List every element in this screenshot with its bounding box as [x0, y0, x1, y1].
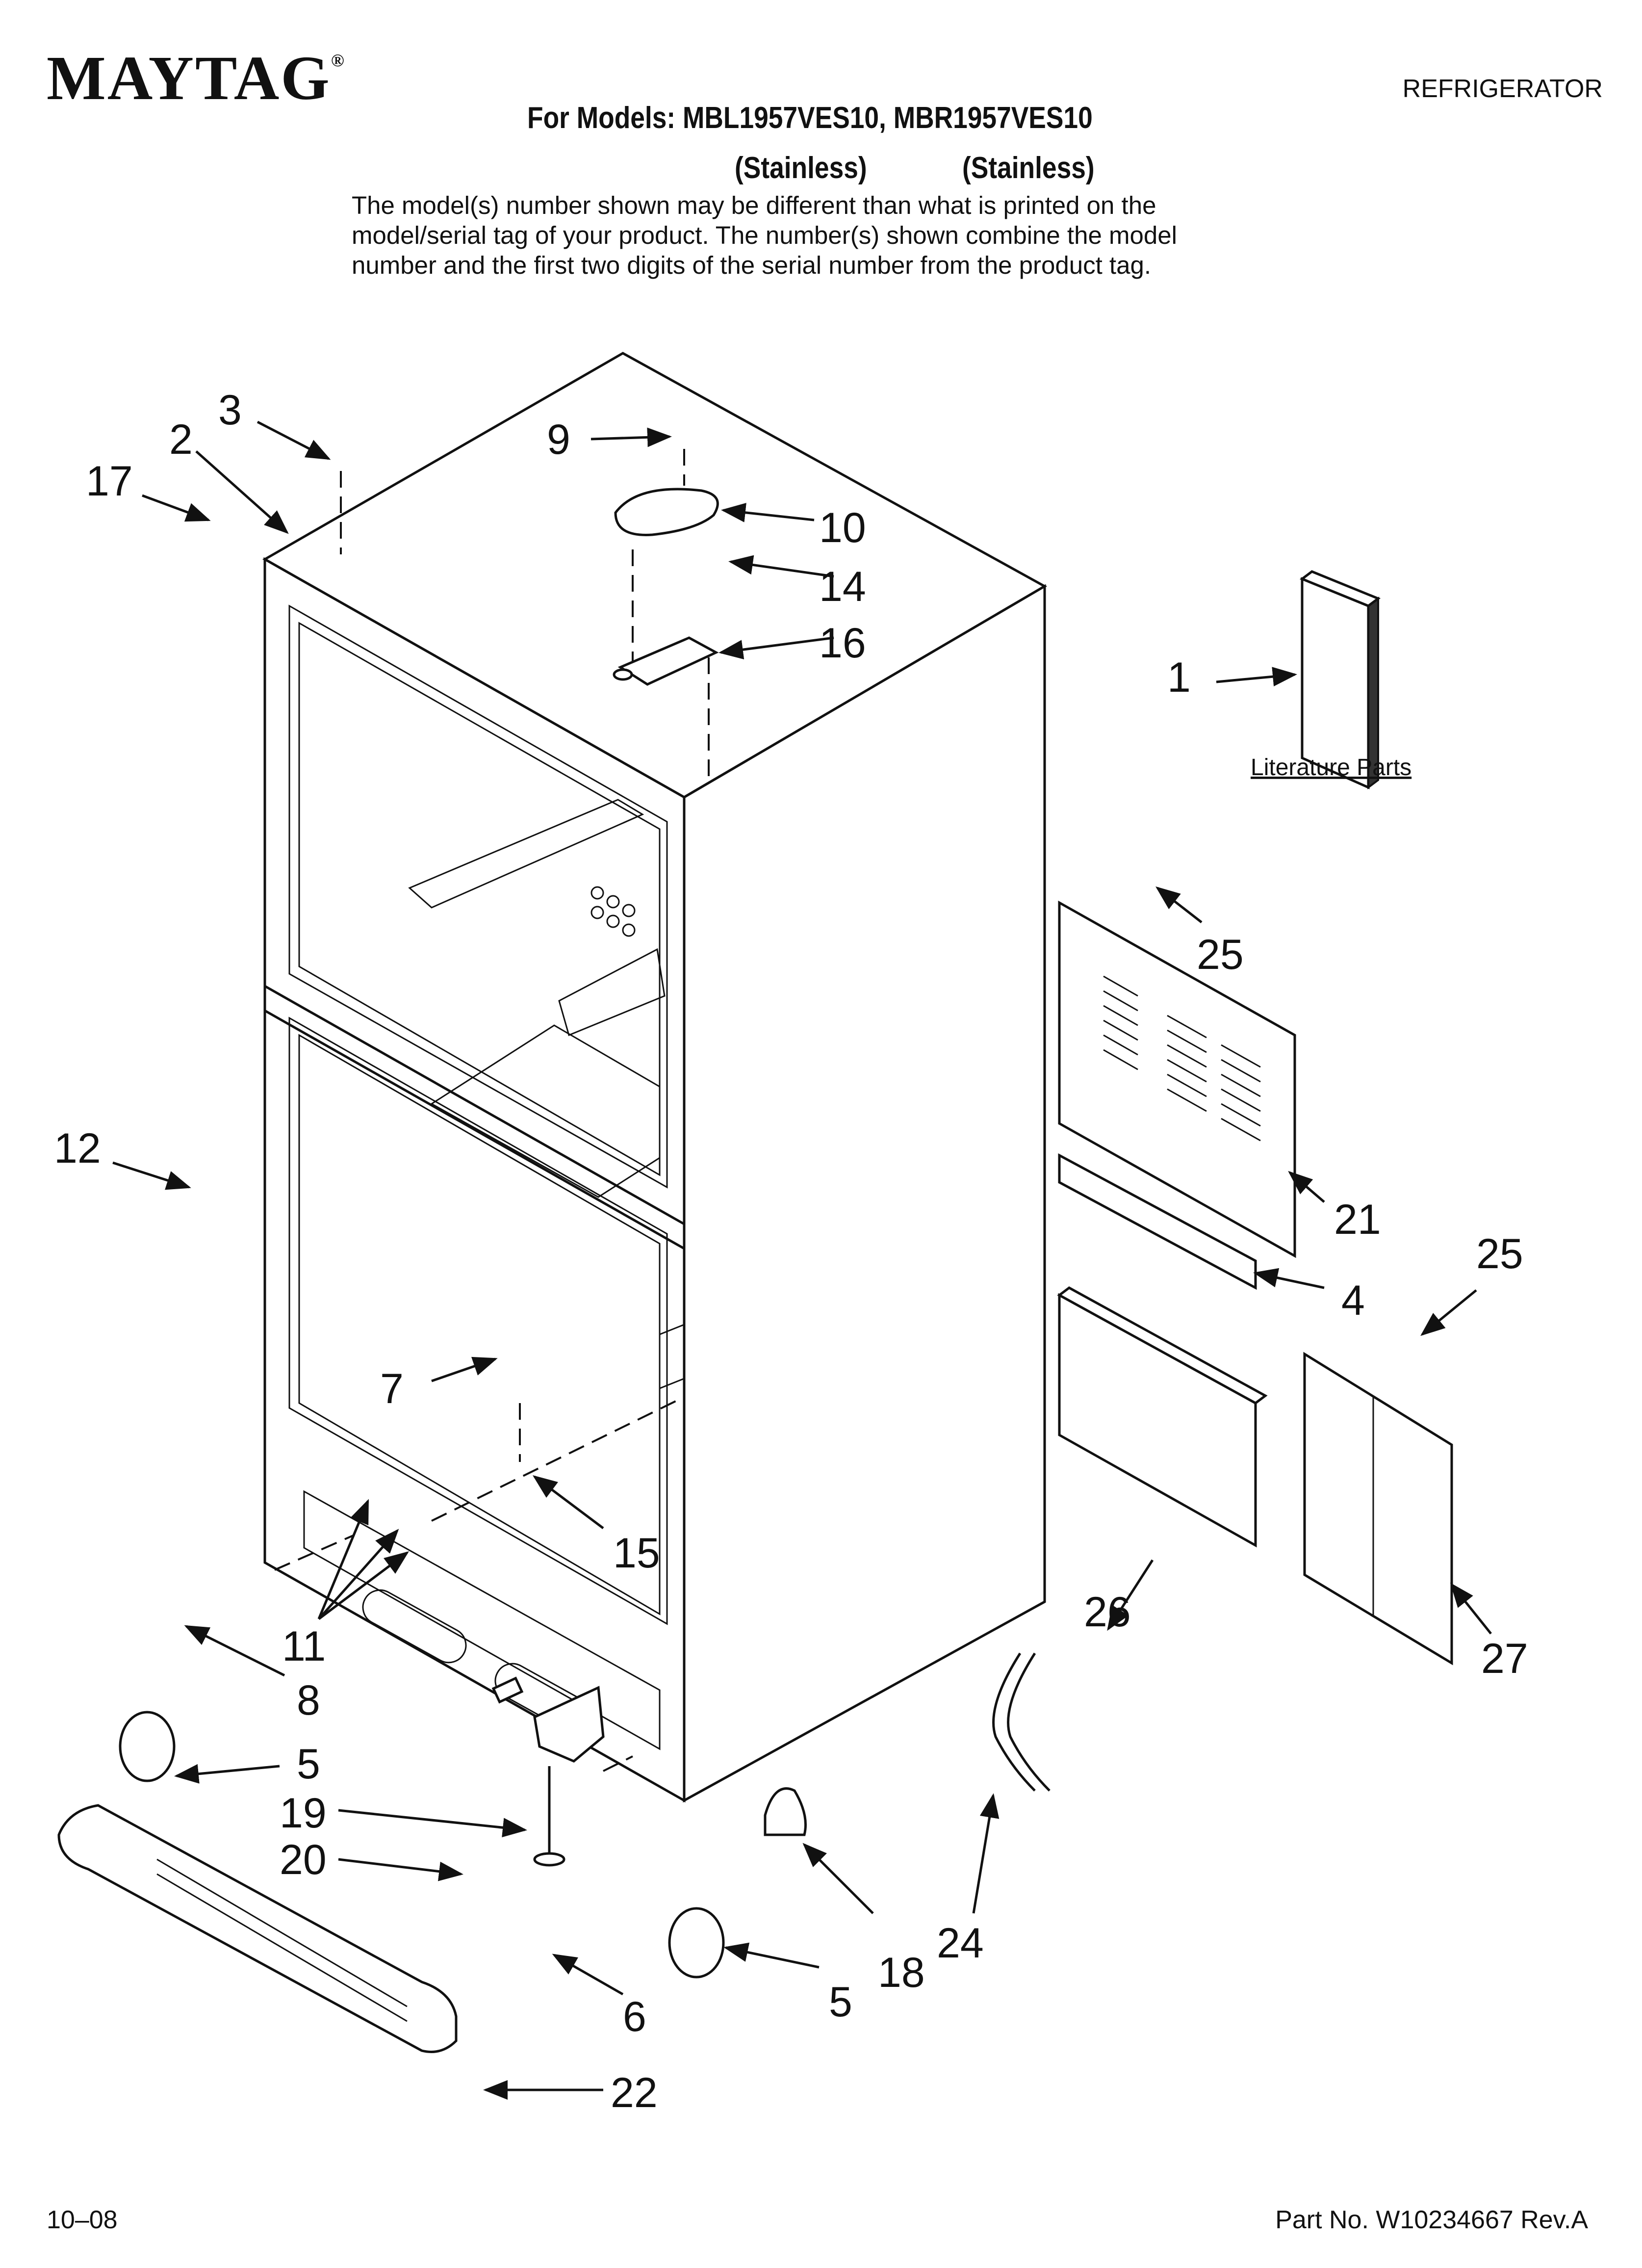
callout-22: 22	[611, 2069, 658, 2116]
callout-2: 2	[169, 416, 193, 463]
note-line: The model(s) number shown may be differe…	[352, 191, 1156, 219]
callout-5b: 5	[829, 1979, 852, 2026]
registered-mark: ®	[331, 51, 346, 70]
document-category: REFRIGERATOR	[1402, 75, 1603, 103]
callout-6: 6	[623, 1993, 646, 2040]
callout-14: 14	[819, 563, 866, 610]
callout-leader-lines	[112, 420, 1492, 2100]
callout-8: 8	[297, 1677, 320, 1724]
rear-access-panels	[1057, 900, 1453, 1666]
callout-12: 12	[54, 1125, 101, 1172]
callout-4: 4	[1341, 1277, 1365, 1324]
callout-3: 3	[218, 387, 242, 434]
callout-19: 19	[280, 1790, 327, 1837]
callout-21: 21	[1334, 1196, 1381, 1243]
callout-25b: 25	[1476, 1230, 1523, 1277]
literature-book	[1299, 570, 1381, 789]
callout-18: 18	[878, 1949, 925, 1996]
note-line: model/serial tag of your product. The nu…	[352, 221, 1177, 249]
callout-7: 7	[380, 1365, 404, 1412]
callout-24: 24	[937, 1920, 984, 1967]
callout-9: 9	[547, 416, 570, 463]
callout-labels: 1 2 3 4 5 5 6 7 8 9 10 11 12 14 15 16 17…	[54, 387, 1528, 2116]
model-variant-2: (Stainless)	[962, 151, 1095, 185]
note-line: number and the first two digits of the s…	[352, 251, 1151, 279]
models-heading: For Models: MBL1957VES10, MBR1957VES10	[527, 101, 1093, 135]
callout-16: 16	[819, 620, 866, 667]
callout-25a: 25	[1197, 931, 1244, 978]
callout-27: 27	[1481, 1635, 1528, 1682]
callout-10: 10	[819, 504, 866, 551]
literature-parts-label: Literature Parts	[1251, 755, 1411, 781]
revision-date: 10–08	[47, 2206, 118, 2234]
model-number-note: The model(s) number shown may be differe…	[352, 190, 1333, 280]
brand-logo: MAYTAG®	[47, 47, 346, 109]
callout-26: 26	[1084, 1589, 1131, 1636]
callout-11: 11	[282, 1623, 326, 1670]
callout-20: 20	[280, 1836, 327, 1883]
callout-15: 15	[613, 1530, 660, 1577]
callout-1: 1	[1167, 654, 1191, 701]
refrigerator-cabinet	[262, 352, 1048, 1803]
top-hinge-assembly	[340, 449, 719, 785]
lower-hardware	[57, 1397, 1051, 2053]
callout-17: 17	[86, 458, 133, 505]
model-variant-1: (Stainless)	[735, 151, 867, 185]
brand-name: MAYTAG	[47, 43, 331, 113]
callout-5a: 5	[297, 1741, 320, 1788]
part-number: Part No. W10234667 Rev.A	[1275, 2206, 1588, 2234]
